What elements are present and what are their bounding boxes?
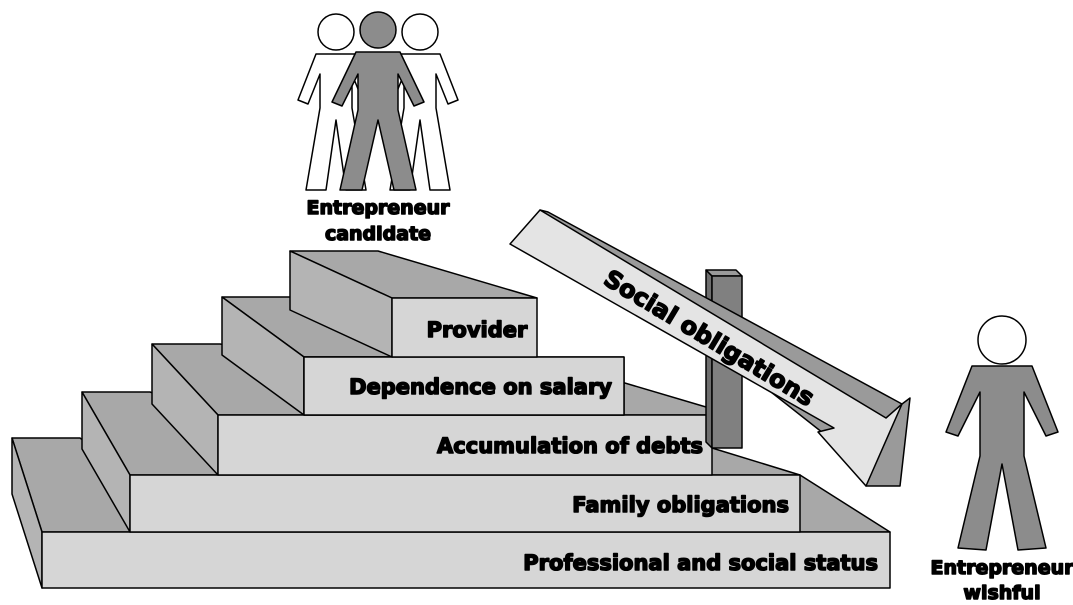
wishful-label-line2: wishful [963,582,1040,604]
step-label-provider: Provider [427,318,528,342]
entrepreneur-candidate-figures: Entrepreneur candidate [297,11,459,246]
step-label-dependence-on-salary: Dependence on salary [349,375,612,399]
step-label-accumulation-of-debts: Accumulation of debts [437,434,703,458]
wishful-label-line1: Entrepreneur [930,557,1073,579]
person-icon-dark-center [331,11,425,191]
step-2-front [129,474,801,533]
candidate-label-line2: candidate [325,223,431,245]
step-label-professional-social-status: Professional and social status [523,551,878,575]
step-1-front [41,531,891,589]
step-5-front [391,297,538,358]
candidate-label-line1: Entrepreneur [306,197,450,219]
step-4-front-panel [303,356,625,416]
person-icon-wishful [945,315,1059,551]
entrepreneur-wishful-figure: Entrepreneur wishful [930,315,1073,605]
staircase: Provider Dependence on salary Accumulati… [11,250,891,589]
step-provider [289,250,538,358]
arrow-body [509,209,903,487]
step-label-family-obligations: Family obligations [572,493,789,517]
post-top [705,269,743,277]
